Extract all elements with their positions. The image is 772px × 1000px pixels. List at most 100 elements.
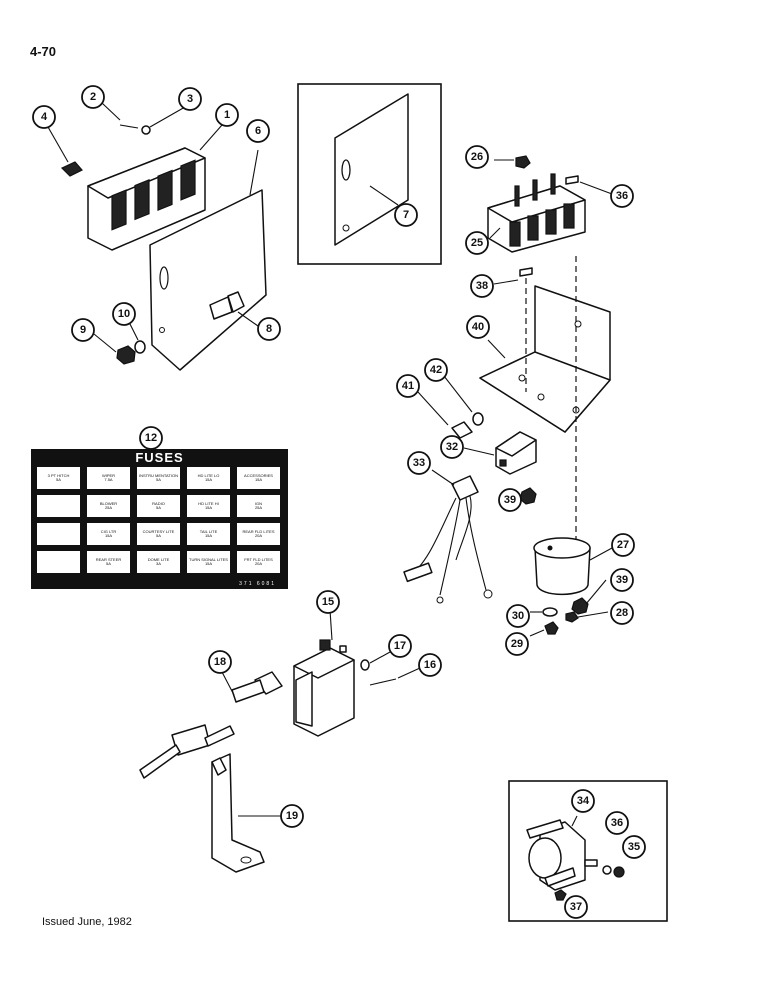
fuse-cell-name: CIG LTR — [100, 528, 117, 534]
wire-harness — [403, 469, 493, 604]
svg-text:1: 1 — [224, 109, 230, 121]
fuse-cell-rating: 5A — [156, 533, 161, 538]
screw-part-36 — [565, 175, 579, 185]
sender-bracket — [211, 753, 282, 873]
svg-text:15: 15 — [322, 596, 334, 608]
fuse-chart-code: 371 6081 — [239, 581, 276, 587]
svg-text:18: 18 — [214, 656, 226, 668]
svg-text:30: 30 — [512, 610, 524, 622]
callout-37: 37 — [564, 895, 588, 919]
nut-part-28 — [565, 611, 579, 623]
l-bracket — [479, 285, 611, 433]
svg-text:36: 36 — [616, 190, 628, 202]
fuse-chart-title: FUSES — [135, 450, 184, 465]
fuse-cell-name: HD LITE LO — [197, 472, 220, 478]
nut-part-29 — [544, 621, 559, 635]
svg-text:36: 36 — [611, 817, 623, 829]
svg-text:19: 19 — [286, 810, 298, 822]
nut-part-9 — [116, 345, 136, 365]
svg-text:10: 10 — [118, 308, 130, 320]
callout-41: 41 — [396, 374, 420, 398]
svg-text:25: 25 — [471, 237, 483, 249]
washer-part-17 — [360, 659, 370, 671]
callout-26: 26 — [465, 145, 489, 169]
callout-10: 10 — [112, 302, 136, 326]
callout-9: 9 — [71, 318, 95, 342]
fuse-cell-rating: 15A — [204, 533, 213, 538]
bolt-part-41 — [451, 421, 473, 439]
fuse-cell-name: REAR STEER — [95, 556, 122, 562]
svg-text:35: 35 — [628, 841, 640, 853]
svg-text:3: 3 — [187, 93, 193, 105]
callout-8: 8 — [257, 317, 281, 341]
svg-text:17: 17 — [394, 640, 406, 652]
flasher — [533, 537, 613, 596]
fuse-cell — [37, 495, 80, 517]
callout-35: 35 — [622, 835, 646, 859]
svg-text:4: 4 — [41, 111, 48, 123]
callout-30: 30 — [506, 604, 530, 628]
fuse-cell-name: DOME LITE — [147, 556, 170, 562]
fuse-cell-rating: 15A — [254, 477, 263, 482]
fuse-cell — [37, 523, 80, 545]
detail-box-bracket — [297, 83, 442, 265]
callout-38: 38 — [470, 274, 494, 298]
svg-text:6: 6 — [255, 125, 261, 137]
fuse-cell-name: COURTESY LITE — [142, 528, 175, 534]
callout-36: 36 — [610, 184, 634, 208]
fuse-cell-name: IGN — [254, 500, 263, 506]
fuse-cell-rating: 5A — [156, 477, 161, 482]
callout-33: 33 — [407, 451, 431, 475]
svg-text:29: 29 — [511, 638, 523, 650]
sender-unit — [139, 671, 283, 779]
callout-29: 29 — [505, 632, 529, 656]
callout-16: 16 — [418, 653, 442, 677]
svg-text:42: 42 — [430, 364, 442, 376]
clip-part-4 — [60, 161, 83, 177]
callout-34: 34 — [571, 789, 595, 813]
fuse-cell-rating: 3A — [156, 561, 161, 566]
fuse-cell-rating: 25A — [254, 505, 263, 510]
mounting-plate — [149, 149, 267, 371]
fuse-cell-rating: 5A — [156, 505, 161, 510]
callout-2: 2 — [81, 85, 105, 109]
callout-18: 18 — [208, 650, 232, 674]
nut-part-39 — [519, 487, 537, 505]
callout-39b: 39 — [610, 568, 634, 592]
callout-27: 27 — [611, 533, 635, 557]
nut-part-26 — [515, 155, 531, 169]
detail-box-solenoid — [508, 780, 668, 922]
washer-part-42 — [472, 412, 484, 426]
svg-text:39: 39 — [504, 494, 516, 506]
callout-15: 15 — [316, 590, 340, 614]
callout-19: 19 — [280, 804, 304, 828]
washer-part-30 — [542, 607, 558, 617]
washer-part-3 — [141, 125, 151, 135]
svg-text:32: 32 — [446, 441, 458, 453]
fuse-cell-rating: 20A — [254, 533, 263, 538]
svg-text:8: 8 — [266, 323, 272, 335]
svg-text:16: 16 — [424, 659, 436, 671]
callout-28: 28 — [610, 601, 634, 625]
callout-12: 12 — [139, 426, 163, 450]
fuse-cell-rating: 15A — [204, 561, 213, 566]
callout-4: 4 — [32, 105, 56, 129]
svg-text:12: 12 — [145, 432, 157, 444]
fuse-cell-name: FRT FLD LITES — [244, 556, 273, 562]
